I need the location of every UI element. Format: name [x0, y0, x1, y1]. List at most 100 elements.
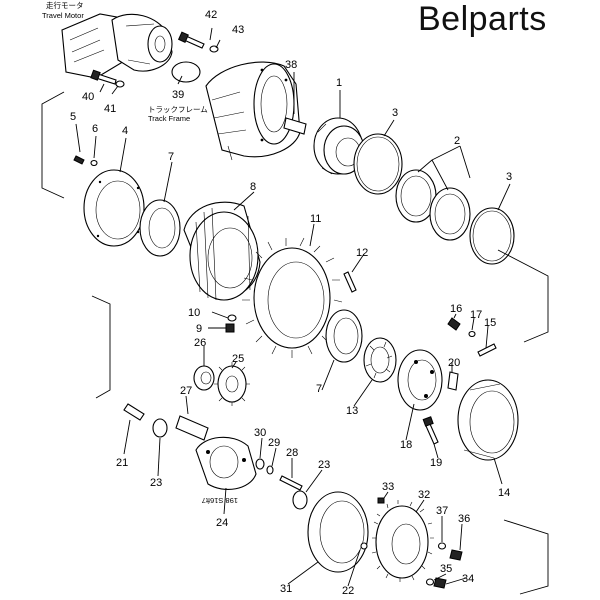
carrier-24	[195, 436, 257, 490]
floating-seal-2	[395, 169, 471, 241]
callout-28: 28	[286, 447, 298, 459]
callout-24: 24	[216, 517, 228, 529]
stamp-text: 198 S16ft7	[202, 496, 238, 505]
callout-42: 42	[205, 9, 217, 21]
bolt-5	[73, 155, 85, 165]
callout-31: 31	[280, 583, 292, 595]
callout-33: 33	[382, 481, 394, 493]
callout-34: 34	[462, 573, 474, 585]
callout-17: 17	[470, 309, 482, 321]
callout-35: 35	[440, 563, 452, 575]
travel-motor-label: Travel Motor	[42, 11, 84, 20]
callout-18: 18	[400, 439, 412, 451]
bolt-28	[279, 475, 303, 491]
washer-41	[115, 80, 125, 88]
track-frame-jp-label: トラックフレーム	[148, 105, 208, 114]
callout-4: 4	[122, 125, 128, 137]
callout-43: 43	[232, 24, 244, 36]
carrier-18	[397, 349, 443, 411]
callout-2: 2	[454, 135, 460, 147]
pin-38	[283, 117, 307, 135]
callout-32: 32	[418, 489, 430, 501]
callout-39: 39	[172, 89, 184, 101]
bolt-12	[343, 271, 357, 293]
o-ring-3b	[469, 207, 515, 265]
callout-20: 20	[448, 357, 460, 369]
callout-30: 30	[254, 427, 266, 439]
bolt-34	[433, 577, 447, 589]
travel-motor	[61, 13, 173, 79]
callout-25: 25	[232, 353, 244, 365]
bolt-40	[90, 69, 117, 85]
callout-12: 12	[356, 247, 368, 259]
callout-19: 19	[430, 457, 442, 469]
drum-8	[183, 201, 261, 301]
callout-8: 8	[250, 181, 256, 193]
washer-6	[90, 159, 98, 167]
leader-lines	[41, 27, 549, 595]
bolt-21	[123, 403, 145, 421]
lock-plate-15	[477, 343, 497, 357]
callout-26: 26	[194, 337, 206, 349]
callout-13: 13	[346, 405, 358, 417]
callout-38: 38	[285, 59, 297, 71]
callout-22: 22	[342, 585, 354, 597]
pin-20	[447, 371, 459, 391]
callout-40: 40	[82, 91, 94, 103]
shaft-27	[175, 415, 209, 441]
callout-1: 1	[336, 77, 342, 89]
bolt-42	[177, 31, 205, 49]
track-frame-label: Track Frame	[148, 114, 190, 123]
bolt-16	[447, 317, 461, 331]
callout-29: 29	[268, 437, 280, 449]
callout-3a: 3	[392, 107, 398, 119]
track-frame	[205, 61, 301, 161]
callout-6: 6	[92, 123, 98, 135]
ring-gear-14	[457, 379, 519, 461]
callout-21: 21	[116, 457, 128, 469]
callout-23a: 23	[150, 477, 162, 489]
callout-3b: 3	[506, 171, 512, 183]
gear-32	[371, 500, 434, 582]
callout-36: 36	[458, 513, 470, 525]
sprocket-11	[242, 237, 343, 358]
callout-16: 16	[450, 303, 462, 315]
washer-17	[468, 330, 476, 338]
callout-14: 14	[498, 487, 510, 499]
washer-37	[437, 542, 447, 550]
ring-gear-31	[307, 491, 369, 573]
brand-watermark: Belparts	[418, 0, 547, 38]
bolt-19	[425, 423, 439, 445]
bearing-26	[193, 365, 215, 391]
cover-4	[83, 169, 145, 247]
callout-15: 15	[484, 317, 496, 329]
callout-5: 5	[70, 111, 76, 123]
thrust-washer-23b	[292, 490, 308, 510]
callout-41: 41	[104, 103, 116, 115]
ball-22	[360, 542, 368, 550]
callout-7a: 7	[168, 151, 174, 163]
thrust-washer-23a	[152, 418, 168, 438]
callout-10: 10	[188, 307, 200, 319]
washer-35	[425, 578, 435, 586]
callout-11: 11	[310, 213, 321, 225]
gear-25	[214, 362, 250, 406]
plug-33	[377, 497, 385, 504]
o-ring-10	[227, 314, 237, 322]
washer-29	[266, 465, 274, 475]
o-ring-3a	[353, 133, 403, 195]
callout-9: 9	[196, 323, 202, 335]
thrust-bearing-13	[363, 337, 397, 383]
o-ring-39	[171, 61, 201, 83]
callout-23b: 23	[318, 459, 330, 471]
bolt-36	[449, 549, 463, 561]
plug-9	[225, 323, 235, 333]
bearing-7a	[139, 199, 181, 257]
callout-27: 27	[180, 385, 192, 397]
travel-motor-jp-label: 走行モータ	[46, 0, 84, 10]
callout-37: 37	[436, 505, 448, 517]
callout-numbers: 42 43 38 39 40 41 1 3 2 3 5 6 4 7 8 11 1…	[70, 9, 512, 597]
callout-7b: 7	[316, 383, 322, 395]
hub-1	[313, 117, 365, 175]
